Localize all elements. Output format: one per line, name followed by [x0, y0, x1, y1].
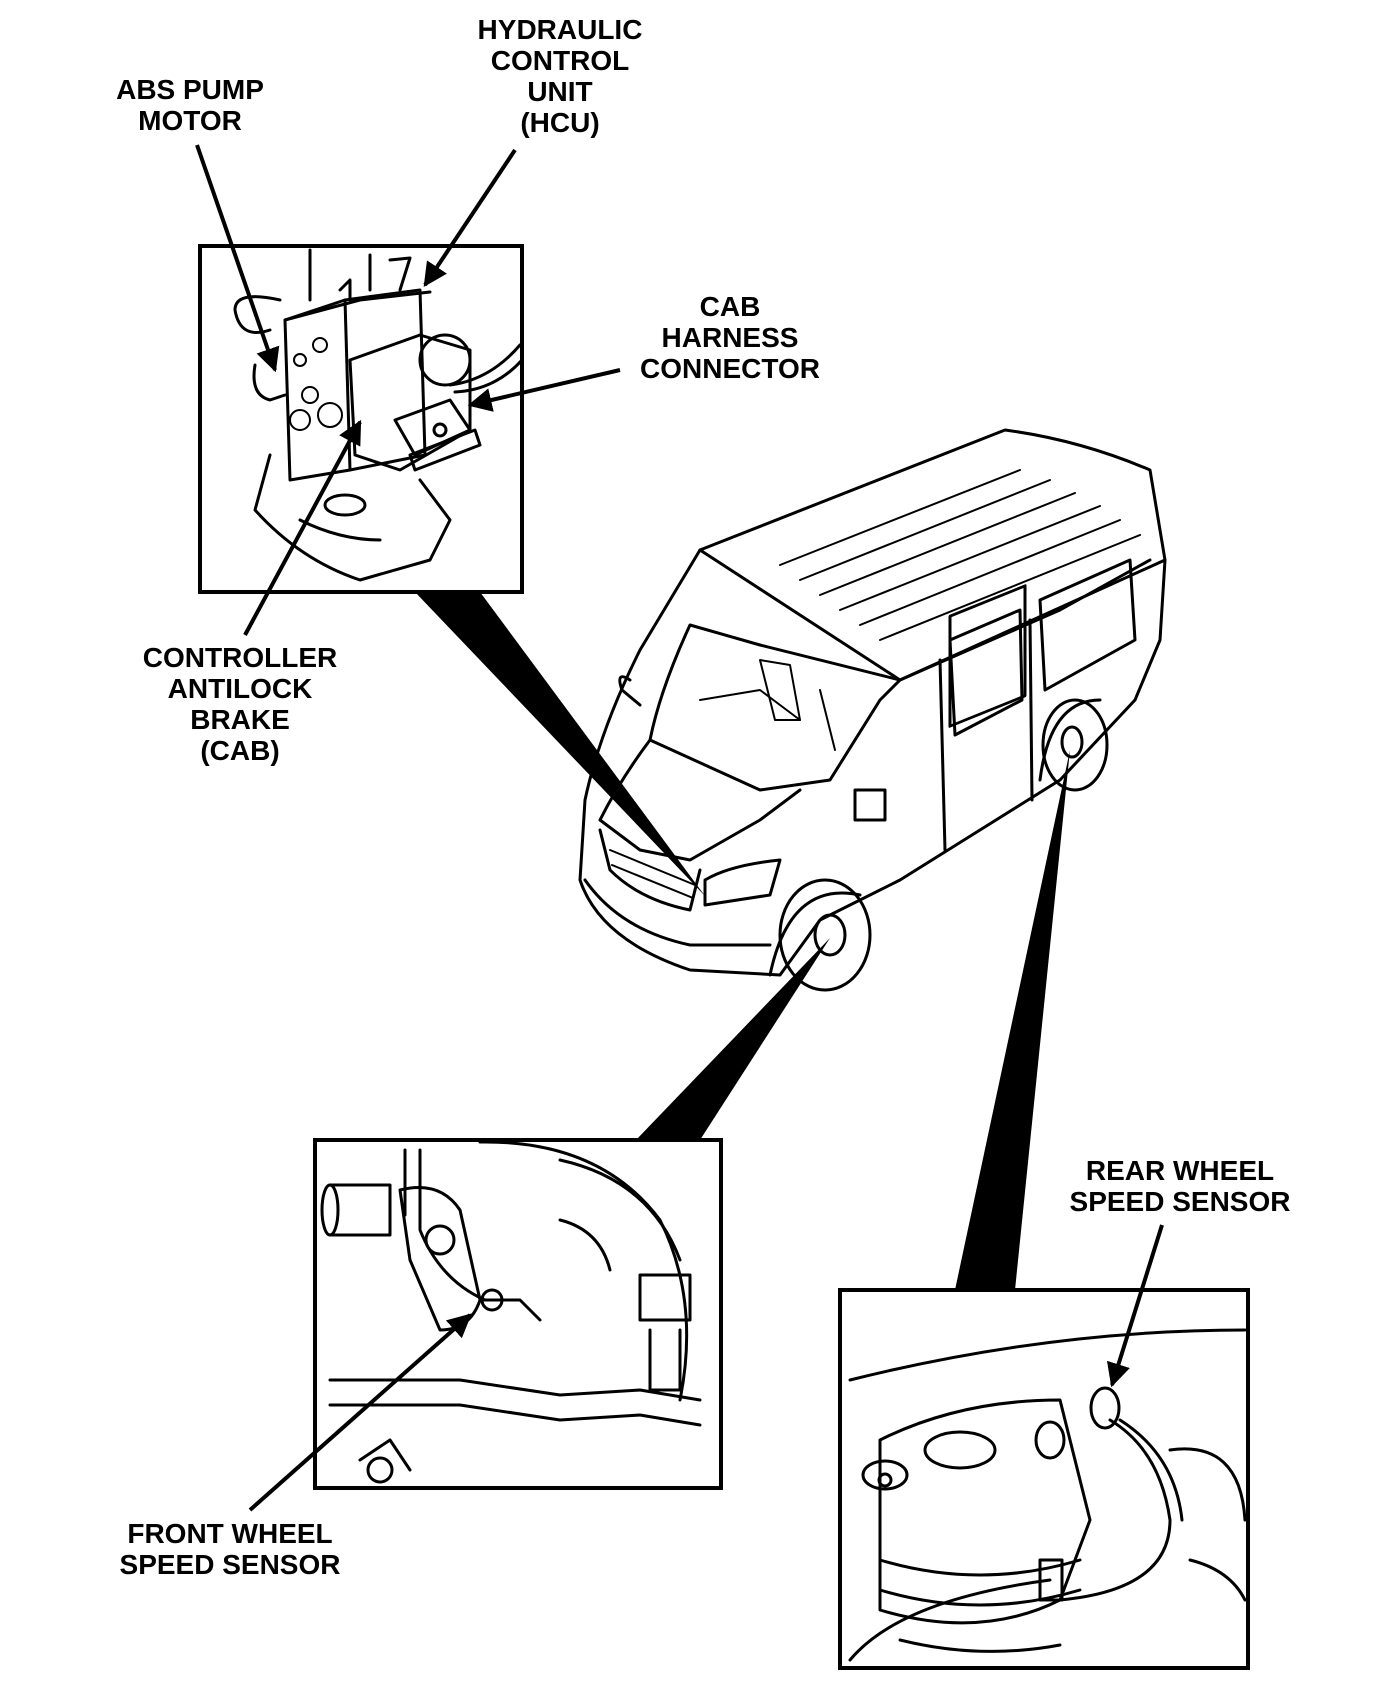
cab-harness-connector-leader	[467, 368, 621, 412]
front-wheel-sensor-inset	[313, 1138, 723, 1490]
rear-wheel-sensor-inset	[838, 1288, 1250, 1670]
abs-pump-motor-leader	[195, 144, 280, 373]
controller-antilock-brake-label: CONTROLLER ANTILOCK BRAKE (CAB)	[142, 642, 338, 766]
front-wheel-speed-sensor-leader	[248, 1313, 472, 1512]
rear-wheel-speed-sensor-leader	[1106, 1224, 1164, 1388]
hcu-label: HYDRAULIC CONTROL UNIT (HCU)	[477, 14, 643, 138]
controller-antilock-brake-leader	[243, 419, 362, 636]
front-wheel-speed-sensor-label: FRONT WHEEL SPEED SENSOR	[119, 1518, 341, 1580]
front-wheel-inset-callout-wedge	[636, 938, 830, 1140]
cab-harness-connector-label: CAB HARNESS CONNECTOR	[640, 291, 820, 384]
hcu-leader	[423, 148, 517, 287]
hcu-inset-callout-wedge	[415, 592, 705, 896]
rear-wheel-speed-sensor-label: REAR WHEEL SPEED SENSOR	[1069, 1155, 1291, 1217]
rear-wheel-inset-callout-wedge	[955, 750, 1070, 1290]
abs-pump-motor-label: ABS PUMP MOTOR	[116, 74, 264, 136]
cargo-van-illustration	[578, 428, 1167, 992]
